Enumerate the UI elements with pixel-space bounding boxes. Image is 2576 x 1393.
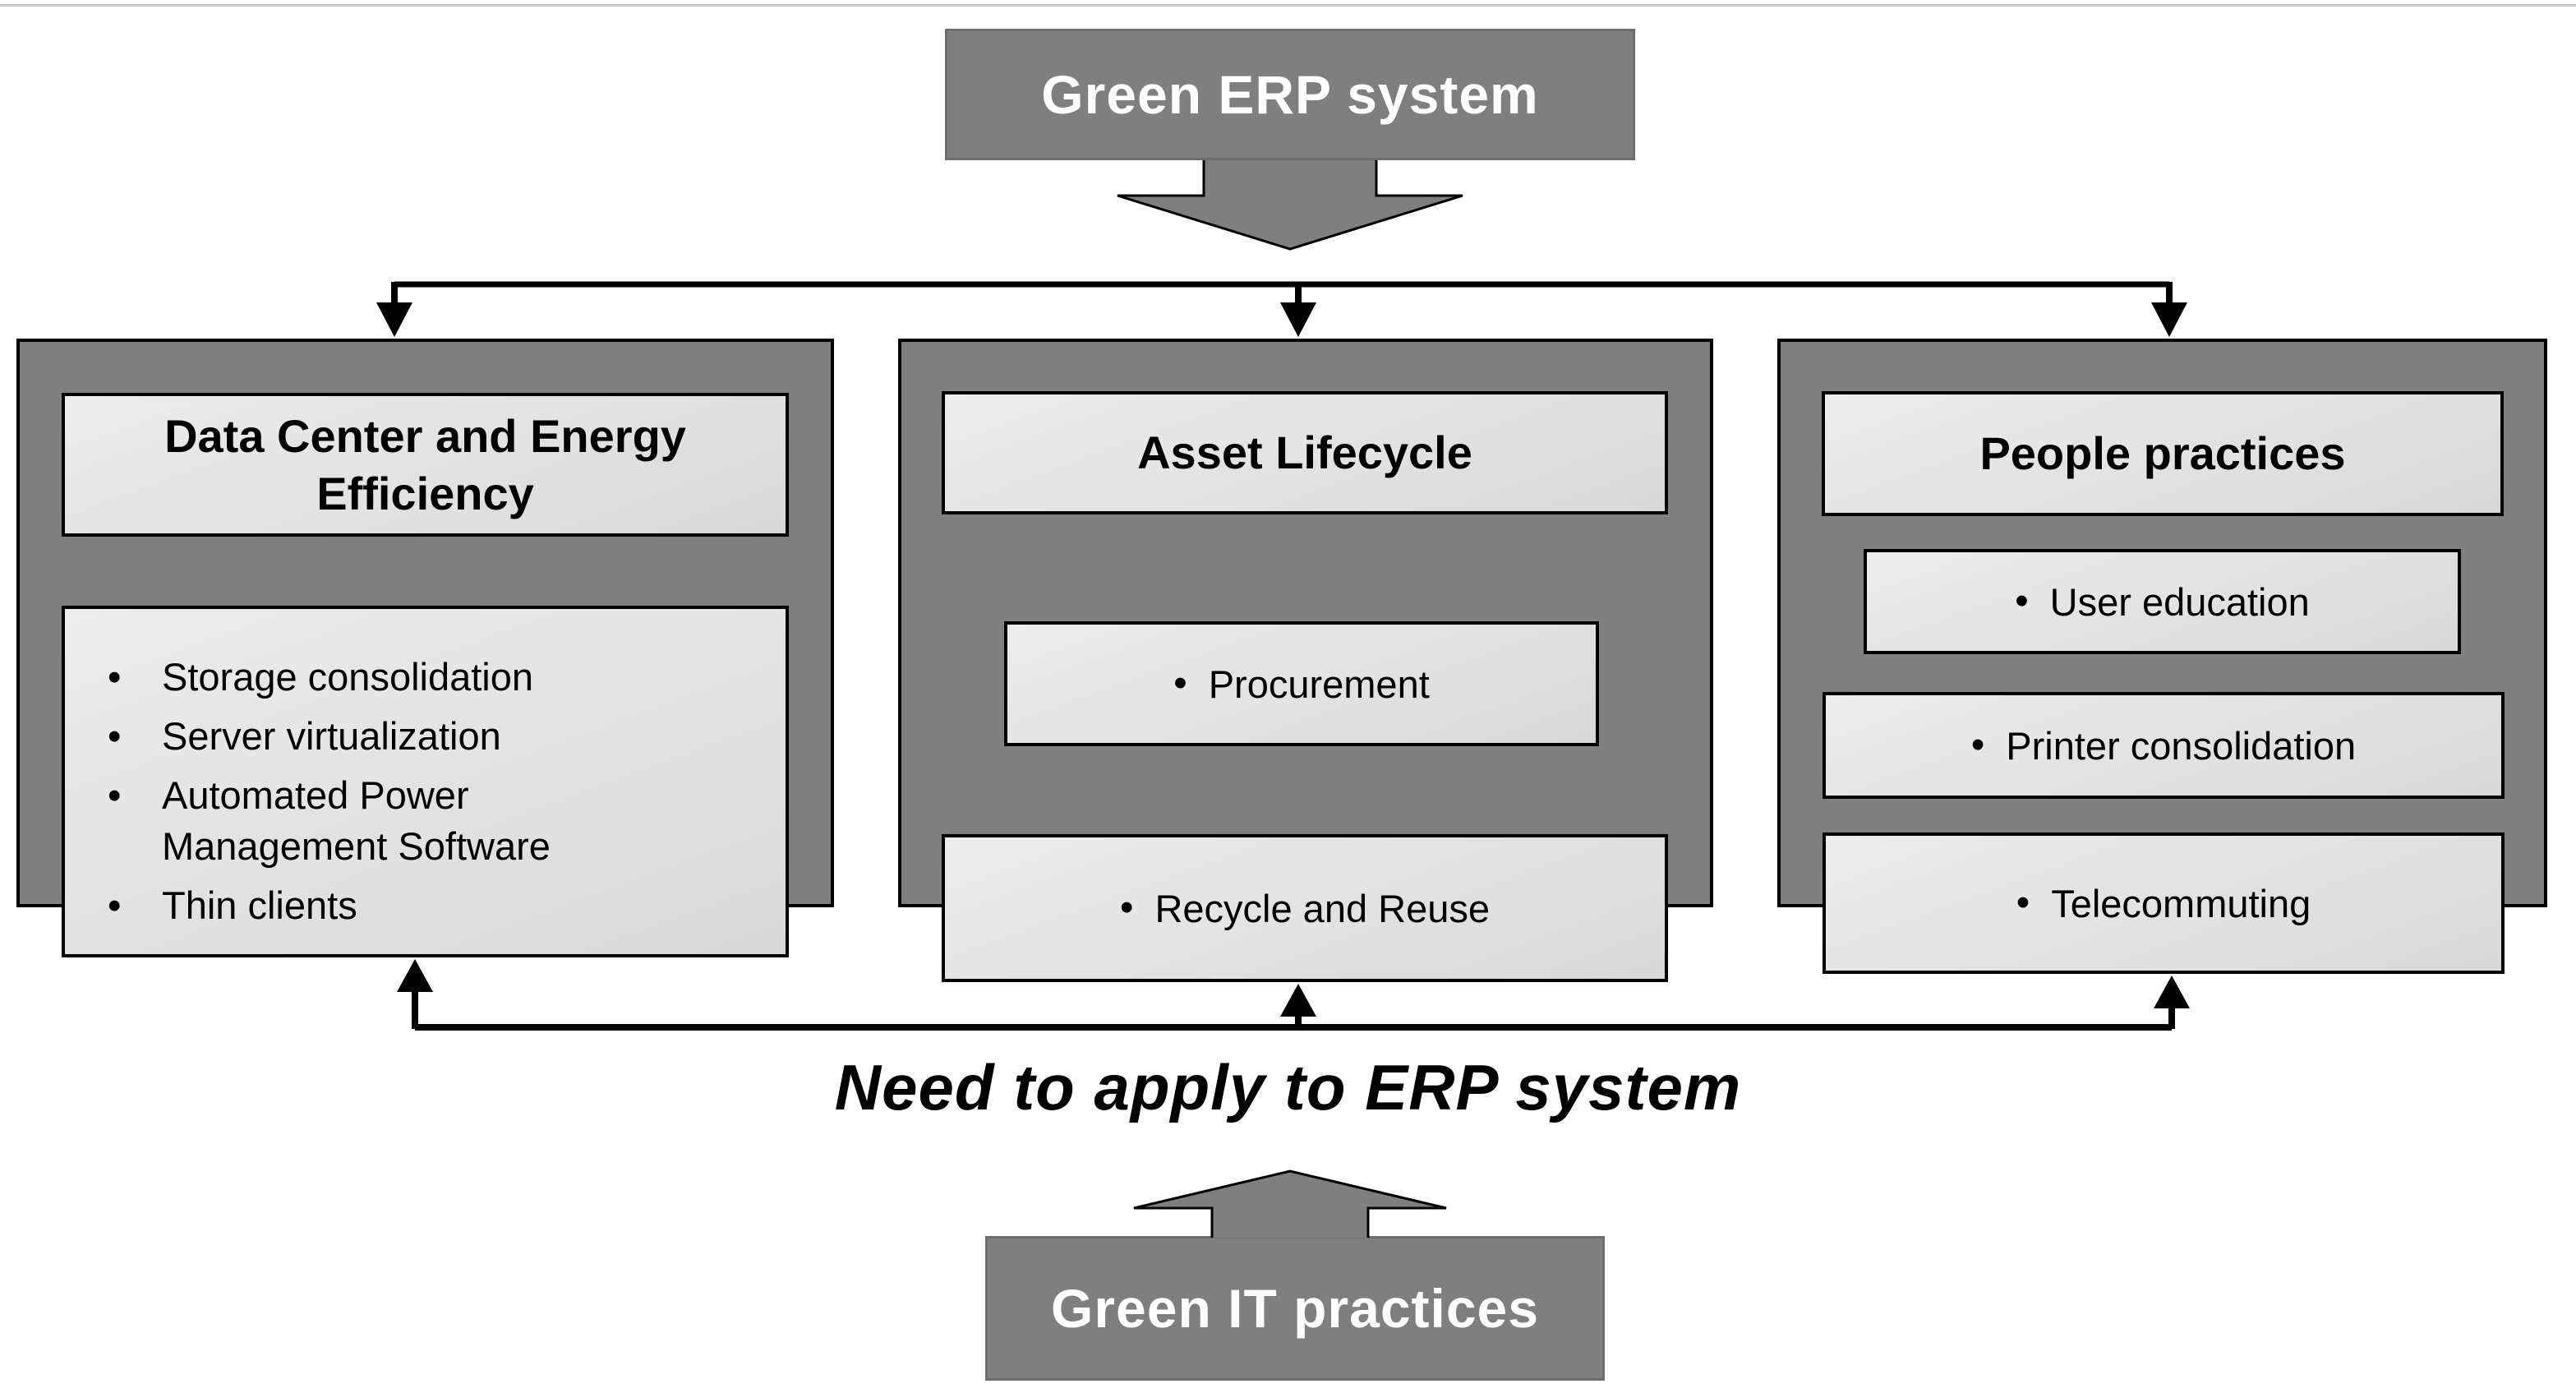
need-to-apply-caption-text: Need to apply to ERP system [834,1051,1742,1123]
list-item: • Thin clients [108,880,753,931]
green-erp-system-label: Green ERP system [1041,64,1539,125]
bullet-icon: • [1970,722,1985,766]
bullet-icon: • [1119,884,1134,929]
user-education-box: • User education [1864,549,2461,654]
bullet-icon: • [108,883,122,928]
big-down-arrow-outline [1117,160,1463,251]
list-item-label: Thin clients [162,883,357,928]
green-it-practices-label: Green IT practices [1051,1278,1539,1339]
bullet-icon: • [108,714,122,759]
bullet-icon: • [2016,879,2030,924]
need-to-apply-caption: Need to apply to ERP system [0,1050,2576,1125]
recycle-reuse-label: Recycle and Reuse [1154,886,1491,930]
figure-top-rule [0,4,2576,7]
bullet-icon: • [108,655,122,699]
panel-data-center-list: • Storage consolidation • Server virtual… [62,606,789,957]
list-item: • Server virtualization [108,711,753,762]
list-item-label: Automated Power Management Software [162,773,551,869]
panel-people-practices-header: People practices [1822,391,2504,516]
panel-data-center-header: Data Center and Energy Efficiency [62,393,789,537]
bullet-icon: • [108,773,122,818]
down-arrowhead-middle-icon [1280,302,1316,337]
recycle-reuse-box: • Recycle and Reuse [942,834,1668,982]
big-down-arrow-icon [1117,160,1463,249]
green-erp-system-box: Green ERP system [945,29,1635,160]
up-arrowhead-middle-icon [1280,984,1316,1017]
panel-asset-lifecycle-header: Asset Lifecycle [942,391,1668,514]
list-item-label: Storage consolidation [162,655,534,699]
printer-consolidation-label: Printer consolidation [2006,723,2357,768]
panel-data-center-title: Data Center and Energy Efficiency [164,409,686,519]
up-arrowhead-right-icon [2154,976,2190,1008]
printer-consolidation-box: • Printer consolidation [1823,692,2505,799]
procurement-box: • Procurement [1004,621,1599,746]
down-arrowhead-left-icon [376,302,412,337]
list-item-label: Server virtualization [162,714,501,759]
big-up-arrow-icon [1134,1171,1446,1238]
procurement-label: Procurement [1208,662,1430,706]
up-arrowhead-left-icon [397,959,433,992]
bullet-icon: • [1173,660,1187,704]
list-item: • Automated Power Management Software [108,770,753,872]
big-up-arrow-outline [1133,1169,1447,1238]
panel-asset-lifecycle-title: Asset Lifecycle [1137,427,1472,478]
down-arrowhead-right-icon [2151,302,2187,337]
panel-people-practices-title: People practices [1979,427,2346,479]
telecommuting-label: Telecommuting [2051,881,2311,925]
green-it-practices-box: Green IT practices [985,1236,1605,1381]
telecommuting-box: • Telecommuting [1823,833,2505,974]
list-item: • Storage consolidation [108,652,753,703]
bullet-icon: • [2015,578,2029,622]
user-education-label: User education [2049,579,2310,624]
